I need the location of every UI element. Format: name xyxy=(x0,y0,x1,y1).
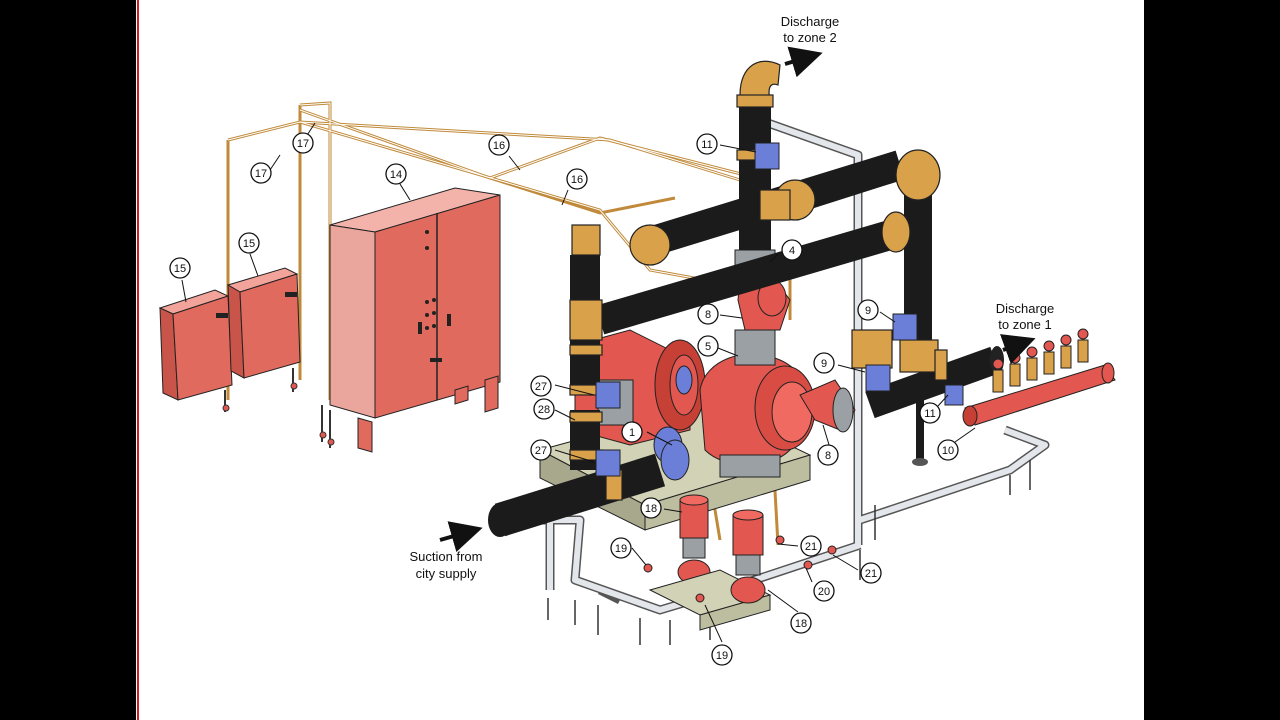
callout-circle-19 xyxy=(610,537,632,559)
callout-label-28: 28 xyxy=(538,404,550,416)
captions: Discharge to zone 2 Discharge to zone 1 … xyxy=(410,14,1055,581)
caption-discharge-zone1-line1: Discharge xyxy=(996,301,1055,316)
caption-discharge-zone1-line2: to zone 1 xyxy=(998,317,1052,332)
callout-label-1: 1 xyxy=(629,427,635,439)
caption-discharge-zone2-line1: Discharge xyxy=(781,14,840,29)
callout-label-16: 16 xyxy=(493,140,505,152)
flow-arrows xyxy=(439,46,1036,552)
callout-label-10: 10 xyxy=(942,445,954,457)
callout-label-15: 15 xyxy=(243,238,255,250)
jockey-controller-right xyxy=(226,267,301,392)
main-fire-pump xyxy=(699,353,816,478)
callout-circle-14 xyxy=(385,163,407,185)
callout-label-9: 9 xyxy=(821,358,827,370)
callout-label-5: 5 xyxy=(705,341,711,353)
callout-circle-28 xyxy=(533,398,555,420)
caption-discharge-zone2-line2: to zone 2 xyxy=(783,30,837,45)
callout-label-4: 4 xyxy=(789,245,795,257)
callout-label-9: 9 xyxy=(865,305,871,317)
callout-label-21: 21 xyxy=(805,541,817,553)
caption-suction-line1: Suction from xyxy=(410,549,483,564)
callout-label-27: 27 xyxy=(535,445,547,457)
callout-circle-9 xyxy=(857,299,879,321)
callout-label-16: 16 xyxy=(571,174,583,186)
callout-circle-16 xyxy=(566,168,588,190)
pipe-fittings xyxy=(569,60,948,501)
callout-leaders xyxy=(181,122,976,643)
callout-circle-20 xyxy=(813,580,835,602)
small-valves xyxy=(643,535,837,603)
page-left-border xyxy=(137,0,139,720)
callout-label-17: 17 xyxy=(297,138,309,150)
callout-numbers: 1458899101111141515161617171818191920212… xyxy=(169,132,959,666)
callout-circle-27 xyxy=(530,439,552,461)
callout-label-20: 20 xyxy=(818,586,830,598)
callout-label-8: 8 xyxy=(825,450,831,462)
callout-label-18: 18 xyxy=(645,503,657,515)
callout-circle-9 xyxy=(813,352,835,374)
main-pump-motor xyxy=(574,329,706,464)
callout-circle-8 xyxy=(817,444,839,466)
callout-circle-21 xyxy=(860,562,882,584)
jockey-controller-left xyxy=(158,289,233,412)
callout-label-11: 11 xyxy=(701,139,712,151)
callout-circle-19 xyxy=(711,644,733,666)
callout-circle-4 xyxy=(781,239,803,261)
callout-circle-10 xyxy=(937,439,959,461)
callout-label-8: 8 xyxy=(705,309,711,321)
callout-label-17: 17 xyxy=(255,168,267,180)
callout-circle-15 xyxy=(169,257,191,279)
callout-circle-18 xyxy=(640,497,662,519)
callout-circle-5 xyxy=(697,335,719,357)
callout-circle-11 xyxy=(696,133,718,155)
callout-circle-27 xyxy=(530,375,552,397)
caption-suction-line2: city supply xyxy=(416,566,477,581)
callout-circle-17 xyxy=(250,162,272,184)
jockey-pump-2 xyxy=(648,509,772,631)
callout-circle-21 xyxy=(800,535,822,557)
callout-label-21: 21 xyxy=(865,568,877,580)
control-valves xyxy=(595,142,964,481)
callout-circle-18 xyxy=(790,612,812,634)
callout-circle-8 xyxy=(697,303,719,325)
callout-label-14: 14 xyxy=(390,169,402,181)
callout-label-19: 19 xyxy=(615,543,627,555)
callout-circle-1 xyxy=(621,421,643,443)
callout-circle-17 xyxy=(292,132,314,154)
fire-pump-controller-cabinet xyxy=(319,187,501,453)
callout-label-19: 19 xyxy=(716,650,728,662)
callout-circle-11 xyxy=(919,402,941,424)
callout-label-11: 11 xyxy=(924,408,935,420)
callout-label-27: 27 xyxy=(535,381,547,393)
callout-circle-16 xyxy=(488,134,510,156)
callout-label-15: 15 xyxy=(174,263,186,275)
callout-circle-15 xyxy=(238,232,260,254)
callout-label-18: 18 xyxy=(795,618,807,630)
jockey-pump-1 xyxy=(677,494,711,585)
